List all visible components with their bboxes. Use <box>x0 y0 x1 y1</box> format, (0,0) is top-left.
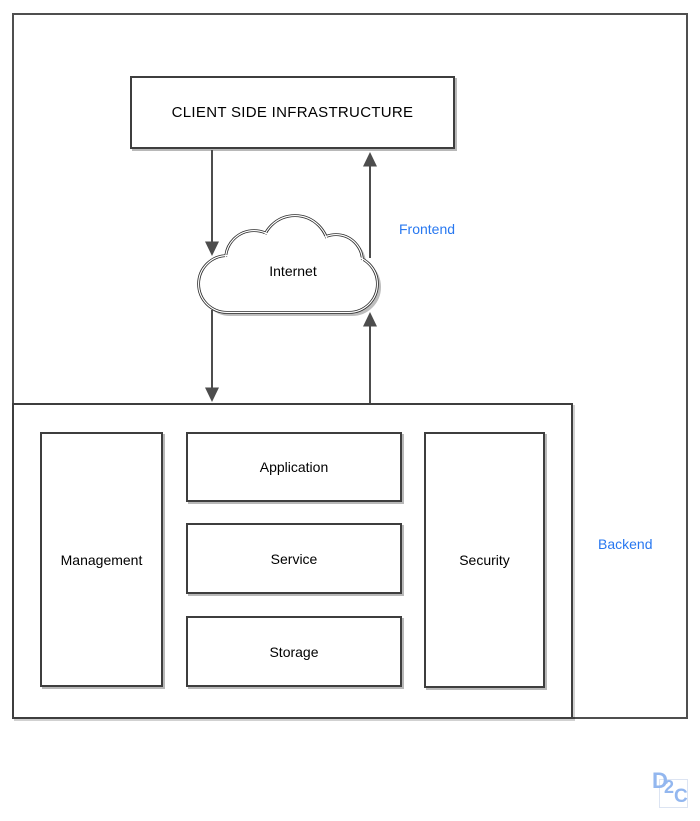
backend-label: Backend <box>598 536 653 552</box>
service-box: Service <box>186 523 402 594</box>
application-label: Application <box>259 459 329 475</box>
client-side-infrastructure-label: CLIENT SIDE INFRASTRUCTURE <box>171 104 414 121</box>
logo-letter-c: C <box>674 786 688 807</box>
logo-square-outline <box>659 779 688 808</box>
arrow-internet-to-client <box>363 152 377 258</box>
logo-letter-d: D <box>652 768 668 793</box>
arrow-backend-to-internet <box>363 312 377 403</box>
storage-label: Storage <box>269 643 319 660</box>
arrow-client-to-internet <box>205 150 219 256</box>
security-box: Security <box>424 432 545 688</box>
arrow-internet-to-backend <box>205 310 219 402</box>
d2c-logo: D 2 C <box>651 770 697 816</box>
storage-box: Storage <box>186 616 402 687</box>
application-box: Application <box>186 432 402 502</box>
management-label: Management <box>60 551 143 568</box>
security-label: Security <box>459 552 510 568</box>
internet-cloud-shape <box>197 150 381 403</box>
frontend-label: Frontend <box>399 221 456 237</box>
logo-letter-2: 2 <box>664 777 675 797</box>
management-box: Management <box>40 432 163 687</box>
client-side-infrastructure-box: CLIENT SIDE INFRASTRUCTURE <box>130 76 455 149</box>
service-label: Service <box>270 550 318 567</box>
cloud-fill <box>200 217 376 311</box>
cloud-double-line <box>198 214 379 313</box>
internet-label: Internet <box>269 263 317 279</box>
